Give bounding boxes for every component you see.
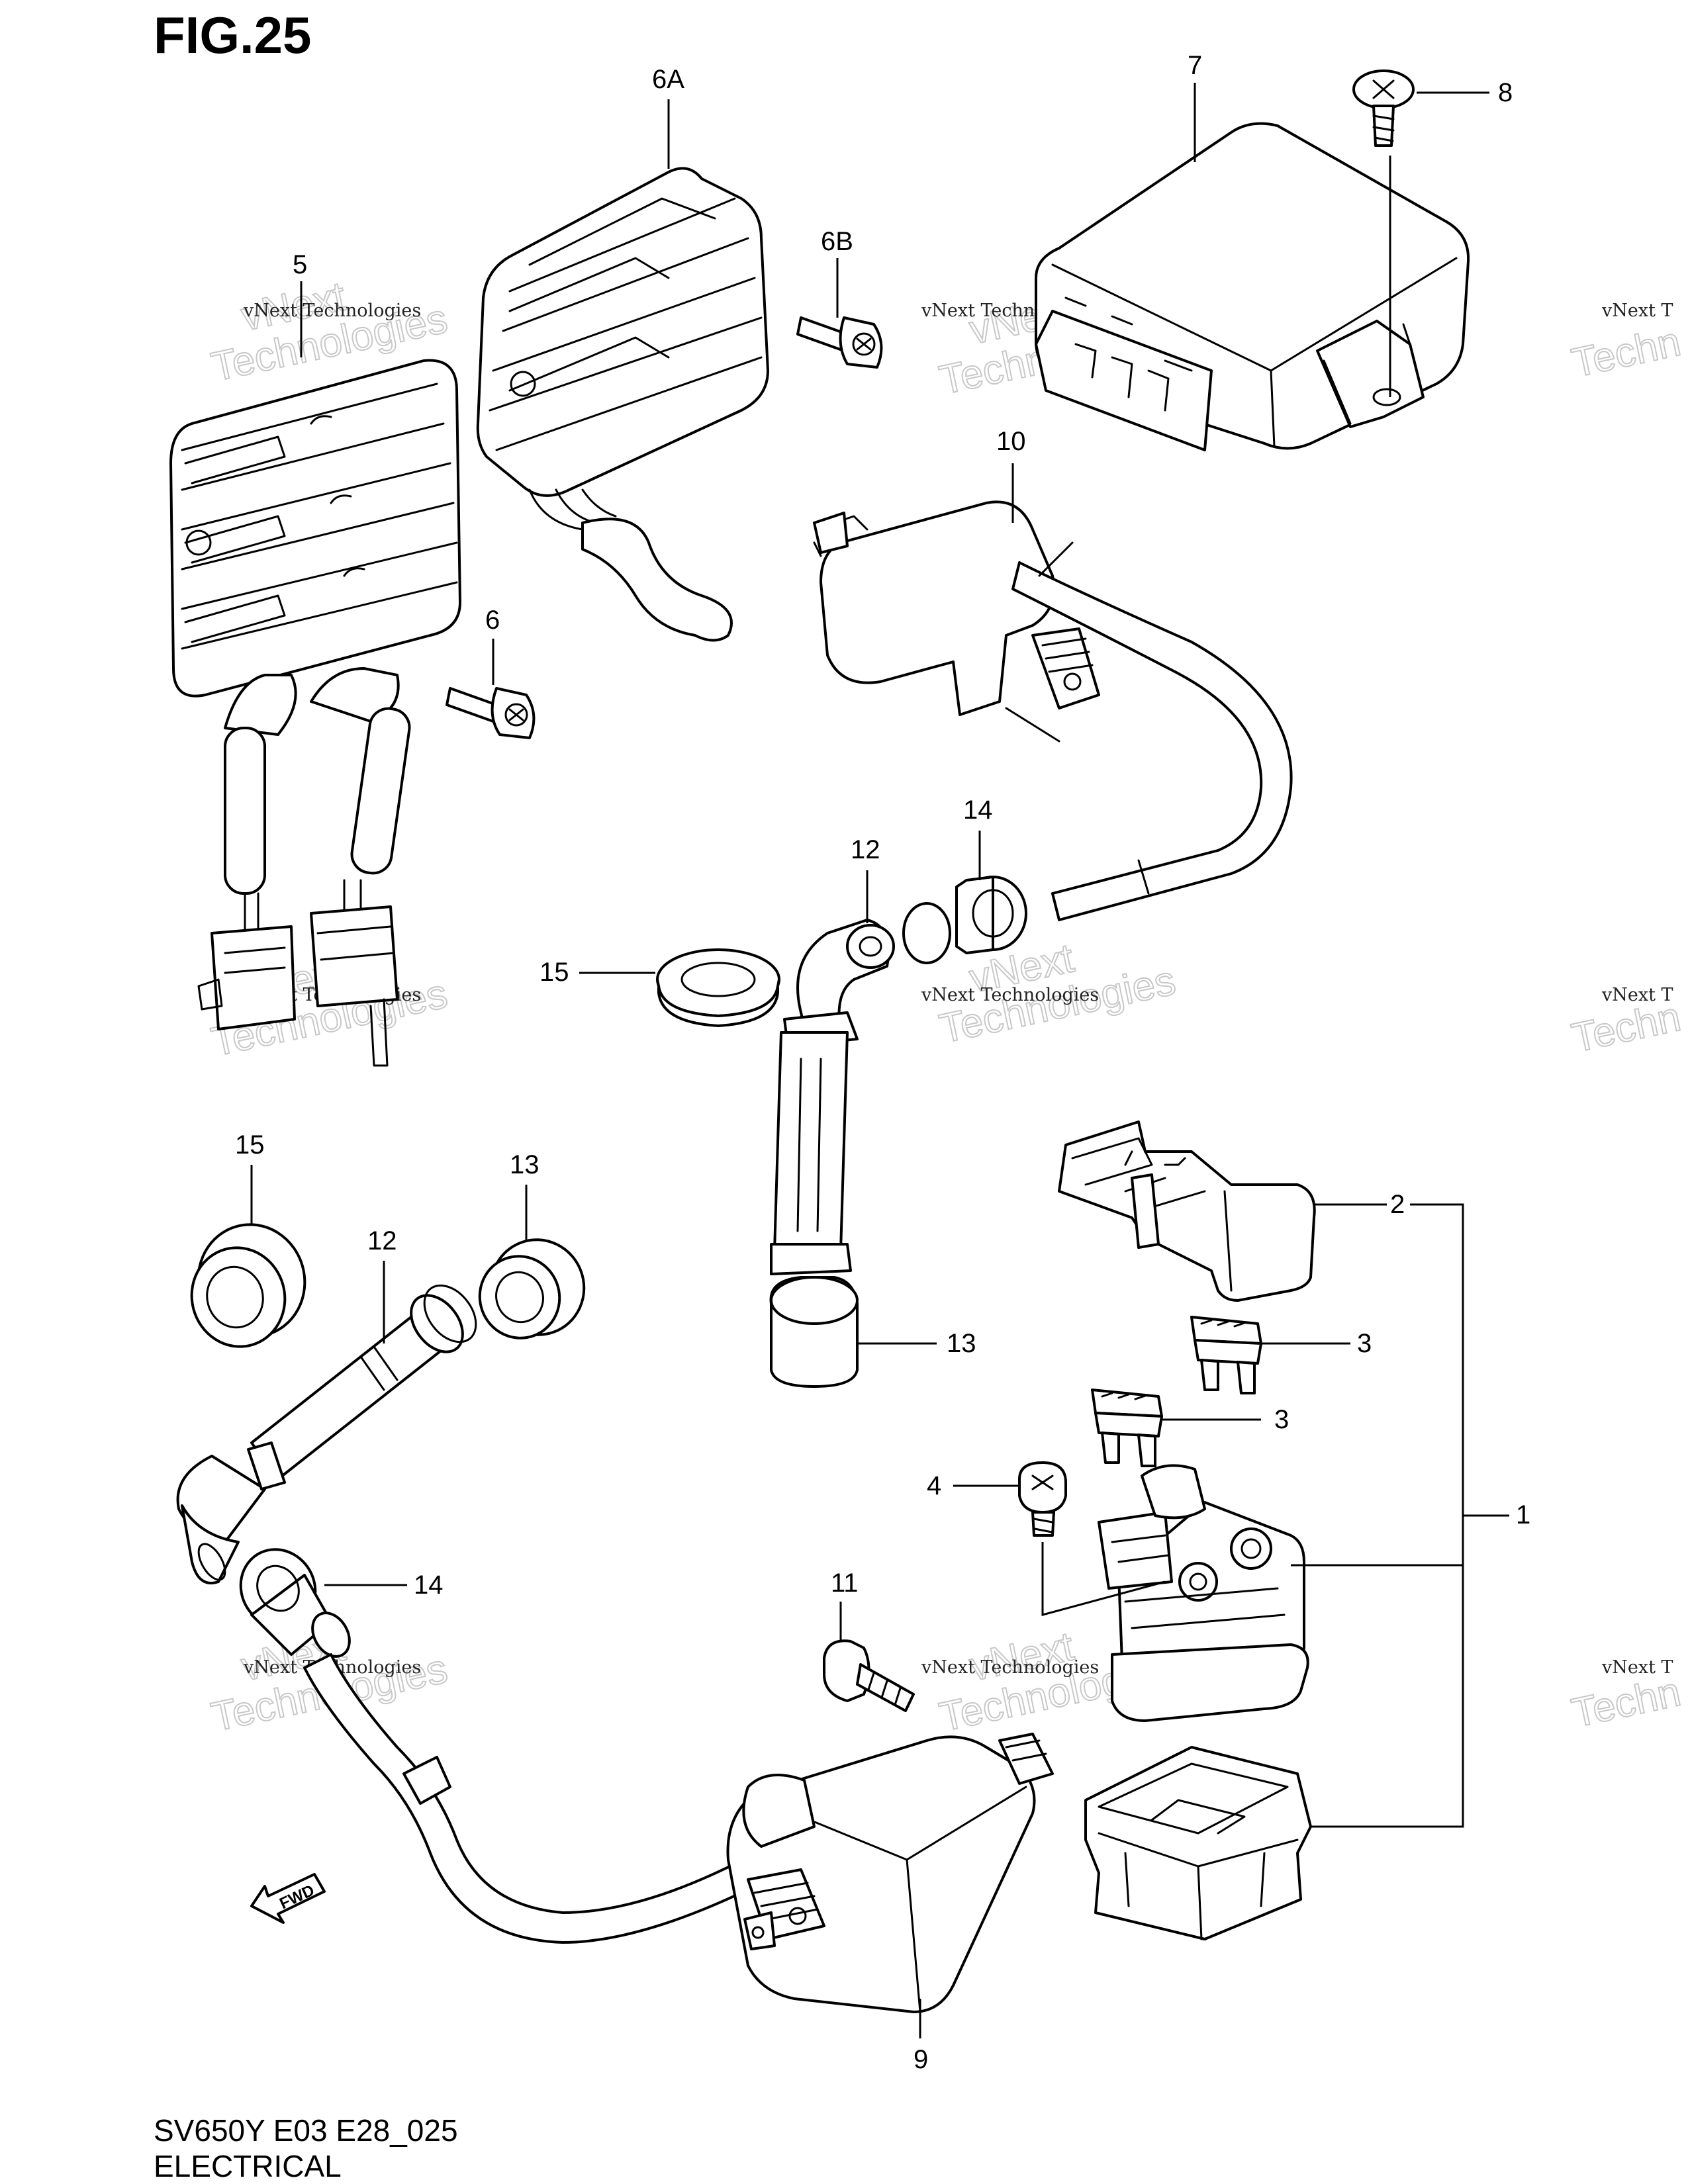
part-5-regulator-rectifier <box>169 359 461 1067</box>
part-9-ignition-coil <box>303 1653 1054 2013</box>
part-14-cap-upper <box>902 876 1027 964</box>
part-15-grommet-lower <box>190 1223 306 1348</box>
part-14-cap-lower <box>239 1548 351 1658</box>
callout-2: 2 <box>1390 1190 1405 1219</box>
part-6b-bolt <box>796 316 883 369</box>
leader-lines <box>250 83 1509 2038</box>
callout-15-upper: 15 <box>539 958 569 987</box>
model-code: SV650Y E03 E28_025 <box>154 2113 458 2148</box>
callout-6: 6 <box>485 606 500 635</box>
callout-10: 10 <box>996 427 1026 456</box>
part-12-plug-cap-upper <box>770 919 895 1275</box>
part-2-cover <box>1058 1120 1316 1302</box>
callout-15-lower: 15 <box>235 1130 265 1160</box>
part-10-ignition-coil <box>813 500 1293 921</box>
part-3-fuse-lower <box>1091 1388 1163 1467</box>
watermark-edge-big: Techn <box>1568 1669 1685 1737</box>
part-1-relay-cushion <box>1084 1746 1312 1940</box>
watermark-small: vNext Technologies <box>921 1657 1099 1678</box>
part-13-cap-lower <box>478 1238 586 1340</box>
figure-title: FIG.25 <box>154 6 312 64</box>
callout-7: 7 <box>1188 51 1202 80</box>
callout-3-upper: 3 <box>1357 1329 1372 1358</box>
callout-4: 4 <box>927 1471 941 1500</box>
callout-5: 5 <box>293 250 307 279</box>
callout-14-upper: 14 <box>963 796 993 825</box>
part-6-bolt <box>445 687 536 739</box>
watermark-edge-small: vNext T <box>1601 300 1673 321</box>
callout-8: 8 <box>1498 78 1513 107</box>
watermark-edge-small: vNext T <box>1601 1657 1673 1678</box>
callout-labels: 6A 5 6B 7 8 10 6 14 12 15 15 13 12 13 2 … <box>235 51 1530 2074</box>
watermark-edge-big: Techn <box>1568 319 1685 387</box>
callout-9: 9 <box>914 2045 928 2074</box>
callout-12-lower: 12 <box>367 1226 397 1255</box>
callout-11: 11 <box>831 1569 859 1598</box>
callout-13-upper: 13 <box>947 1329 976 1358</box>
fwd-direction-marker: FWD <box>250 1873 326 1924</box>
watermark-edge-big: Techn <box>1568 994 1685 1062</box>
callout-6a: 6A <box>652 65 684 94</box>
part-6a-regulator-rectifier <box>476 167 769 642</box>
part-12-plug-cap-lower <box>176 1284 477 1584</box>
part-11-bolt <box>823 1639 915 1712</box>
part-8-screw <box>1352 69 1415 147</box>
callout-14-lower: 14 <box>414 1570 444 1600</box>
part-3-fuse-upper <box>1190 1316 1262 1394</box>
watermark-small: vNext Technologies <box>243 300 421 321</box>
watermark-small: vNext Technologies <box>921 985 1099 1005</box>
part-1-starter-relay <box>1041 1464 1309 1722</box>
callout-1: 1 <box>1516 1500 1530 1529</box>
callout-3-lower: 3 <box>1274 1405 1289 1434</box>
part-15-grommet-upper <box>656 948 780 1027</box>
watermark-edge-small: vNext T <box>1601 985 1673 1005</box>
section-name: ELECTRICAL <box>154 2149 342 2183</box>
part-4-bolt <box>1018 1461 1067 1537</box>
part-13-cap-upper <box>769 1276 859 1388</box>
callout-12-upper: 12 <box>851 835 880 864</box>
part-7-control-unit <box>1035 122 1470 451</box>
callout-13-lower: 13 <box>510 1150 539 1179</box>
callout-6b: 6B <box>821 227 853 256</box>
